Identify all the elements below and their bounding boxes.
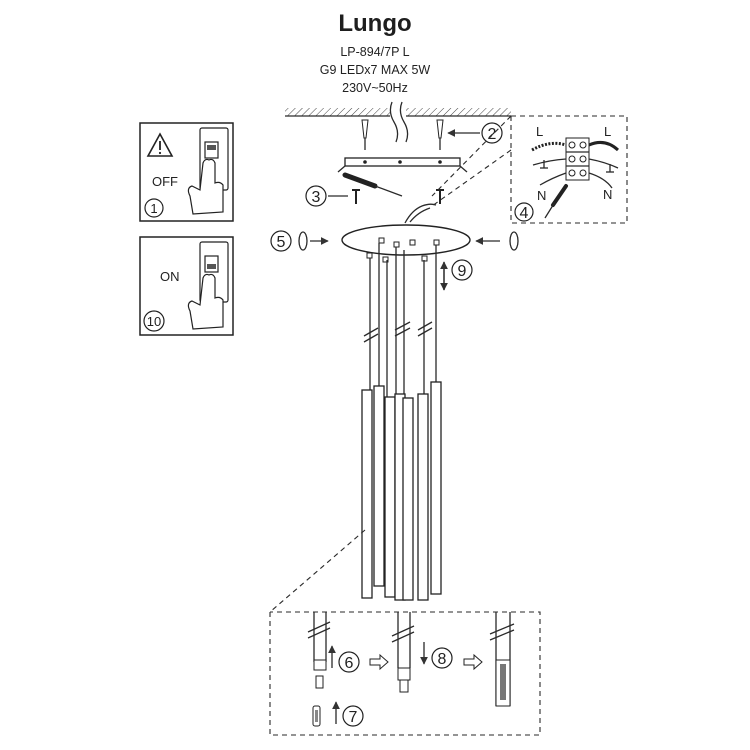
step-3-number: 3	[312, 189, 321, 206]
step-4-number: 4	[520, 205, 529, 222]
wire-n-right: N	[603, 187, 612, 202]
wire-l-right: L	[604, 124, 611, 139]
next-arrow-icon	[369, 653, 389, 671]
step-1-panel: OFF 1	[139, 122, 234, 222]
terminal-block	[565, 137, 590, 181]
step-5-number: 5	[277, 234, 286, 251]
screwdriver-icon	[342, 172, 403, 197]
next-arrow-icon	[463, 653, 483, 671]
bulb-spec: G9 LEDx7 MAX 5W	[319, 63, 431, 77]
hand-icon	[187, 273, 224, 330]
hand-icon	[187, 158, 224, 215]
step-2-number: 2	[488, 126, 497, 143]
ceiling	[285, 101, 511, 143]
canopy	[341, 224, 471, 263]
screw-icon	[352, 189, 360, 204]
wire-l-left: L	[536, 124, 543, 139]
wiring-detail-inset: L L N N 4	[431, 115, 628, 224]
rotate-icon	[475, 231, 519, 251]
mounting-bracket	[337, 157, 468, 173]
screw-icon	[436, 189, 444, 204]
step-8-number: 8	[438, 651, 447, 668]
wire-n-left: N	[537, 188, 546, 203]
model-number: LP-894/7P L	[340, 45, 410, 59]
tube-lamps	[361, 381, 442, 601]
warning-icon	[146, 132, 174, 157]
ceiling-anchors	[361, 119, 444, 150]
bulb-replacement-inset: 6 7 8	[269, 529, 541, 736]
screwdriver-icon	[544, 184, 568, 219]
rotate-icon	[298, 231, 329, 251]
step-1-number: 1	[150, 201, 157, 216]
step-9-number: 9	[458, 263, 467, 280]
on-label: ON	[160, 269, 180, 284]
step-10-number: 10	[147, 314, 161, 329]
step-6-number: 6	[345, 655, 354, 672]
product-title: Lungo	[338, 10, 412, 37]
power-spec: 230V~50Hz	[342, 81, 408, 95]
suspension-cables	[363, 243, 437, 400]
step-7-number: 7	[349, 709, 358, 726]
g9-bulb-icon	[312, 705, 321, 727]
off-label: OFF	[152, 174, 178, 189]
ground-icon	[540, 160, 614, 173]
step-10-panel: ON 10	[139, 236, 234, 336]
